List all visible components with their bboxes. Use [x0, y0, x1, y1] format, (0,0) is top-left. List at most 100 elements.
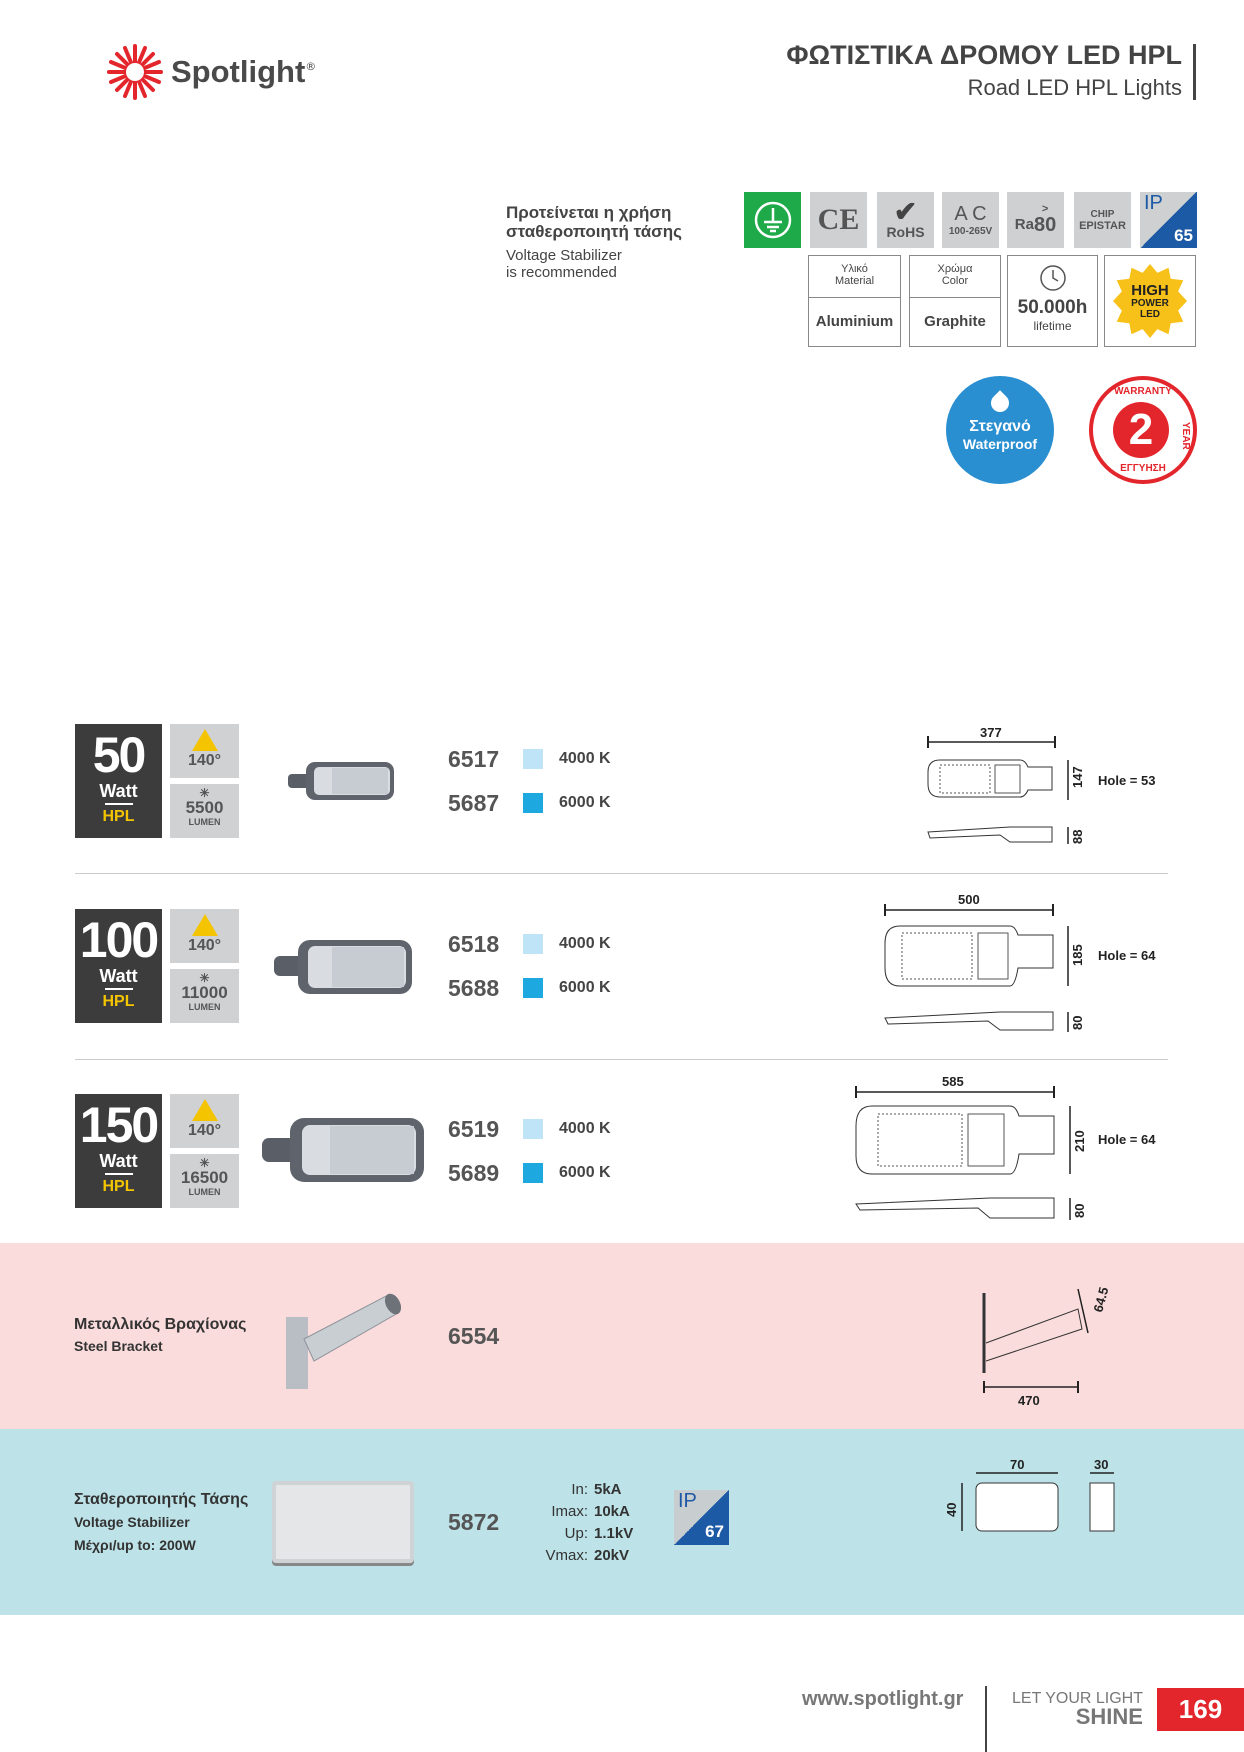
color-temp-label: 4000 K: [559, 935, 611, 952]
water-drop-icon: [987, 390, 1013, 416]
color-temp-label: 6000 K: [559, 1164, 611, 1181]
product-code: 6554: [448, 1323, 500, 1349]
stabilizer-specs: In:5kA Imax:10kA Up:1.1kV Vmax:20kV: [545, 1481, 634, 1564]
beam-angle-icon: [191, 914, 218, 936]
dimension-drawing: 585 210 Hole = 64 80: [855, 1074, 1156, 1220]
beam-angle-box: 140°: [170, 724, 239, 778]
slogan: LET YOUR LIGHT SHINE: [1012, 1690, 1143, 1729]
stabilizer-max: Μέχρι/up to: 200W: [74, 1537, 196, 1553]
svg-text:470: 470: [1018, 1393, 1040, 1408]
header-divider: [1193, 44, 1196, 100]
svg-text:210: 210: [1072, 1130, 1087, 1152]
color-temp-label: 6000 K: [559, 794, 611, 811]
svg-text:Hole = 64: Hole = 64: [1098, 1132, 1156, 1147]
page-subtitle: Road LED HPL Lights: [967, 75, 1182, 100]
sun-rays-icon: ☀: [199, 1156, 210, 1170]
page-title: ΦΩΤΙΣΤΙΚΑ ΔΡΟΜΟΥ LED HPL: [786, 40, 1182, 70]
product-code: 6519: [448, 1116, 500, 1142]
beam-angle-icon: [191, 729, 218, 751]
street-light-image: [288, 762, 394, 800]
warranty-stamp: WARRANTY 2 YEAR ΕΓΓΥΗΣΗ: [1089, 376, 1197, 484]
street-light-image: [262, 1118, 424, 1182]
svg-text:64.5: 64.5: [1090, 1285, 1111, 1313]
svg-text:80: 80: [1070, 1016, 1085, 1030]
street-light-image: [274, 940, 412, 994]
product-code: 5687: [448, 790, 500, 816]
color-temp-swatch: [523, 1163, 543, 1183]
beam-angle-box: 140°: [170, 909, 239, 963]
ground-icon: [754, 201, 791, 239]
beam-angle-icon: [191, 1099, 218, 1121]
page-number: 169: [1157, 1688, 1244, 1731]
svg-text:40: 40: [944, 1503, 959, 1517]
svg-text:147: 147: [1070, 766, 1085, 788]
notice-english: Voltage Stabilizer: [506, 247, 622, 264]
product-code: 6518: [448, 931, 500, 957]
waterproof-stamp: Στεγανό Waterproof: [946, 376, 1054, 484]
brand-name: Spotlight: [171, 54, 306, 89]
bracket-subtitle: Steel Bracket: [74, 1338, 163, 1354]
stabilizer-subtitle: Voltage Stabilizer: [74, 1514, 190, 1530]
color-temp-swatch: [523, 1119, 543, 1139]
color-temp-label: 4000 K: [559, 1120, 611, 1137]
stabilizer-image: [272, 1481, 414, 1563]
product-code: 5872: [448, 1509, 500, 1535]
dimension-drawing: 377 147 Hole = 53 88: [927, 725, 1155, 844]
svg-text:Hole = 53: Hole = 53: [1098, 773, 1155, 788]
stabilizer-notice: Προτείνεται η χρήση σταθεροποιητή τάσης …: [506, 203, 682, 281]
color-temp-swatch: [523, 793, 543, 813]
row-divider: [75, 873, 1168, 874]
ip65-badge: IP 65: [1140, 192, 1197, 248]
clock-icon: [1039, 265, 1066, 291]
svg-text:30: 30: [1094, 1459, 1108, 1472]
product-code: 6517: [448, 746, 500, 772]
earth-ground-badge: [744, 192, 801, 248]
svg-text:377: 377: [980, 725, 1002, 740]
sun-rays-icon: ☀: [199, 786, 210, 800]
notice-english: is recommended: [506, 264, 617, 281]
sun-rays-icon: ☀: [199, 971, 210, 985]
rohs-badge: ✔RoHS: [877, 192, 934, 248]
svg-text:70: 70: [1010, 1459, 1024, 1472]
footer-divider: [985, 1686, 987, 1752]
page-header: ΦΩΤΙΣΤΙΚΑ ΔΡΟΜΟΥ LED HPL Road LED HPL Li…: [786, 40, 1182, 101]
brand-logo: Spotlight®: [105, 42, 316, 102]
ip67-badge: IP 67: [674, 1490, 729, 1545]
stabilizer-section: Σταθεροποιητής Τάσης Voltage Stabilizer …: [0, 1429, 1244, 1615]
bracket-dimension-drawing: 64.5 470: [982, 1285, 1111, 1408]
svg-text:500: 500: [958, 892, 980, 907]
website-link[interactable]: www.spotlight.gr: [802, 1688, 964, 1710]
bracket-title: Μεταλλικός Βραχίονας: [74, 1316, 247, 1333]
svg-text:185: 185: [1070, 944, 1085, 966]
product-code: 5688: [448, 975, 500, 1001]
svg-text:88: 88: [1070, 830, 1085, 844]
dimension-drawing: 500 185 Hole = 64 80: [884, 892, 1156, 1032]
sun-logo-icon: [107, 44, 163, 100]
color-temp-label: 6000 K: [559, 979, 611, 996]
ce-badge: CE: [810, 192, 867, 248]
beam-angle-box: 140°: [170, 1094, 239, 1148]
notice-greek: σταθεροποιητή τάσης: [506, 222, 683, 241]
lifetime-spec: 50.000h lifetime: [1007, 255, 1098, 347]
ra-badge: Ra>80: [1007, 192, 1064, 248]
color-temp-label: 4000 K: [559, 750, 611, 767]
bracket-section: Μεταλλικός Βραχίονας Steel Bracket 6554 …: [0, 1243, 1244, 1429]
stabilizer-dimension-drawing: 70 40 30: [944, 1459, 1115, 1532]
svg-text:585: 585: [942, 1074, 964, 1089]
steel-bracket-image: [286, 1293, 402, 1389]
row-divider: [75, 1059, 1168, 1060]
check-icon: ✔: [893, 196, 918, 227]
svg-text:Hole = 64: Hole = 64: [1098, 948, 1156, 963]
notice-greek: Προτείνεται η χρήση: [506, 203, 672, 222]
